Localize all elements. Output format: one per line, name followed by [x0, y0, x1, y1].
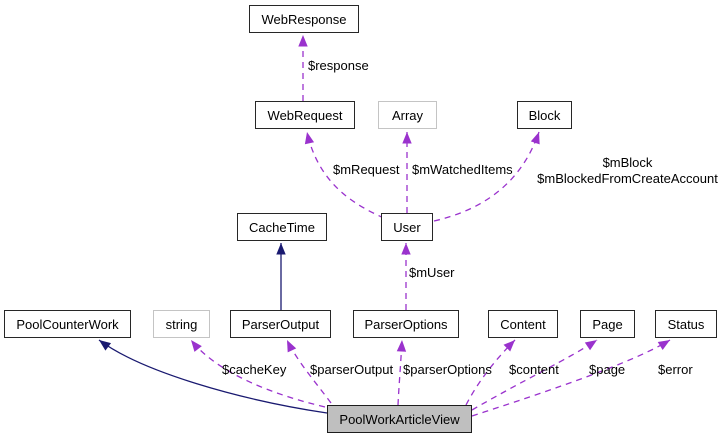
edge-label-parseroptions: $parserOptions — [403, 362, 492, 377]
node-parseroptions[interactable]: ParserOptions — [353, 310, 459, 338]
edge-label-parseroutput: $parserOutput — [310, 362, 394, 377]
edge-mblock — [433, 131, 540, 222]
node-webrequest[interactable]: WebRequest — [255, 101, 355, 129]
edge-error — [471, 339, 671, 417]
edge-label-muser: $mUser — [409, 265, 455, 280]
edge-inherit-poolcounterwork — [98, 339, 328, 414]
node-status[interactable]: Status — [655, 310, 717, 338]
node-content[interactable]: Content — [488, 310, 558, 338]
edge-label-cachekey: $cacheKey — [222, 362, 287, 377]
node-poolcounterwork[interactable]: PoolCounterWork — [4, 310, 131, 338]
edge-parseroptions — [396, 339, 407, 406]
node-poolworkarticleview: PoolWorkArticleView — [327, 405, 472, 433]
node-webresponse[interactable]: WebResponse — [249, 5, 359, 33]
edge-label-mblock-line2: $mBlockedFromCreateAccount — [537, 171, 718, 186]
node-block[interactable]: Block — [517, 101, 572, 129]
node-string: string — [153, 310, 210, 338]
edge-label-mblock: $mBlock $mBlockedFromCreateAccount — [530, 155, 724, 187]
edge-mrequest — [304, 131, 385, 219]
node-user[interactable]: User — [381, 213, 433, 241]
node-page[interactable]: Page — [580, 310, 635, 338]
edge-label-mrequest: $mRequest — [333, 162, 400, 177]
edge-label-content: $content — [509, 362, 559, 377]
edge-page — [471, 339, 598, 411]
node-array: Array — [378, 101, 437, 129]
node-cachetime[interactable]: CacheTime — [237, 213, 327, 241]
edge-label-error: $error — [658, 362, 693, 377]
edge-label-mblock-line1: $mBlock — [602, 155, 653, 170]
edge-label-page: $page — [589, 362, 626, 377]
edge-label-response: $response — [308, 58, 369, 73]
edge-parseroutput — [286, 339, 332, 404]
node-parseroutput[interactable]: ParserOutput — [230, 310, 331, 338]
edge-label-mwatcheditems: $mWatchedItems — [412, 162, 513, 177]
